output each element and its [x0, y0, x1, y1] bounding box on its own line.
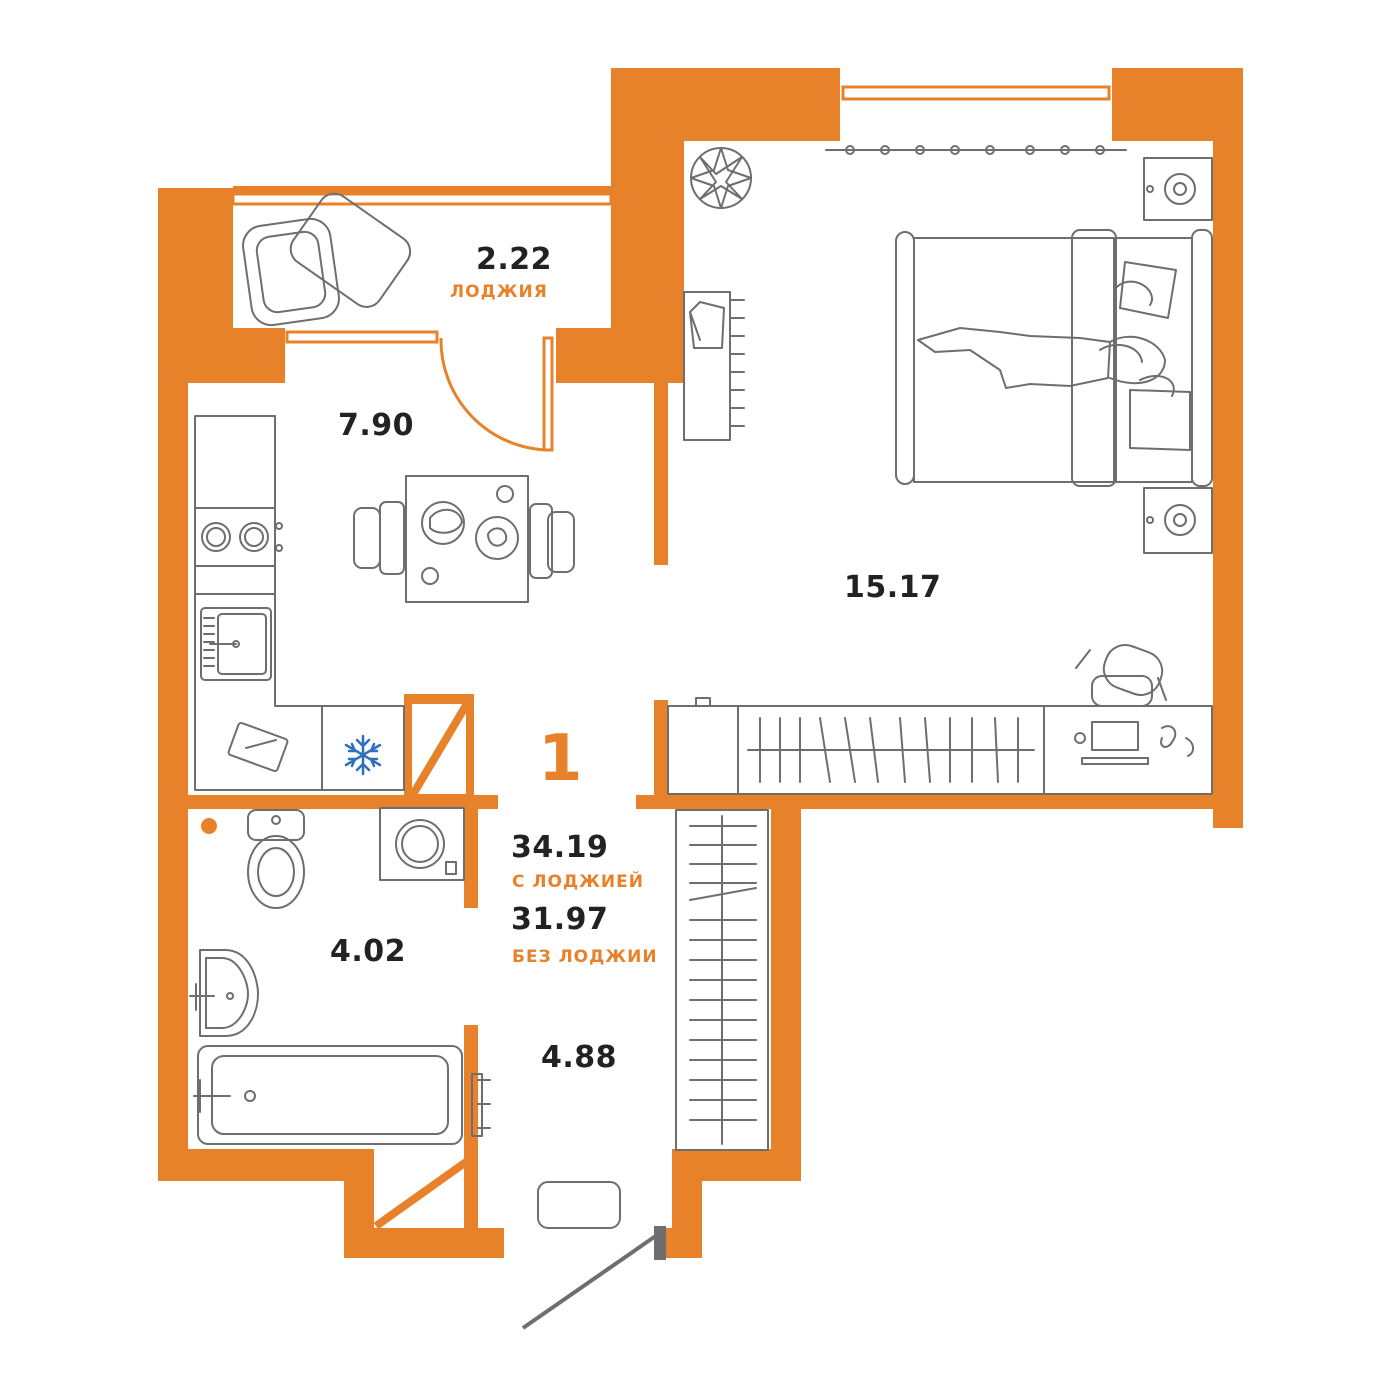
doormat [537, 1181, 621, 1229]
speaker-icon [1143, 487, 1213, 554]
walls [158, 68, 1243, 1258]
sink-icon [189, 949, 259, 1037]
kitchen-area: 7.90 [338, 408, 415, 443]
fridge [321, 705, 405, 791]
loggia-door [439, 336, 554, 452]
entrance-door [521, 1226, 666, 1330]
office-chair-icon [1075, 644, 1167, 707]
bathtub-icon [193, 1045, 491, 1145]
armchair-icon [242, 192, 412, 327]
bed-icon [895, 229, 1213, 487]
total-without-loggia: 31.97 [511, 902, 609, 937]
curtain-rail [825, 145, 1127, 155]
marker-dot [201, 818, 217, 834]
snowflake-icon [344, 734, 382, 776]
plant-icon [690, 147, 752, 209]
cutting-board-icon [227, 721, 289, 773]
wardrobe-icon [675, 809, 769, 1151]
loggia-name: ЛОДЖИЯ [450, 282, 548, 302]
speaker-icon [1143, 157, 1213, 221]
total-with-loggia-label: С ЛОДЖИЕЙ [512, 872, 644, 892]
living-area: 15.17 [844, 570, 942, 605]
hall-area: 4.88 [541, 1040, 618, 1075]
washing-machine-icon [379, 807, 465, 881]
room-count: 1 [538, 722, 583, 796]
bathroom-area: 4.02 [330, 934, 407, 969]
total-with-loggia: 34.19 [511, 830, 609, 865]
toilet-icon [247, 809, 305, 909]
wardrobe-icon [667, 697, 1045, 795]
stove-icon [194, 507, 283, 567]
desk-icon [1043, 705, 1213, 795]
shafts [373, 694, 474, 1230]
loggia-area: 2.22 [476, 242, 553, 277]
windows [231, 85, 1111, 344]
sink-icon [200, 607, 272, 681]
table-icon [353, 475, 575, 603]
bookshelf-icon [683, 291, 745, 441]
kitchen-counter [194, 415, 405, 791]
total-without-loggia-label: БЕЗ ЛОДЖИИ [512, 947, 658, 967]
